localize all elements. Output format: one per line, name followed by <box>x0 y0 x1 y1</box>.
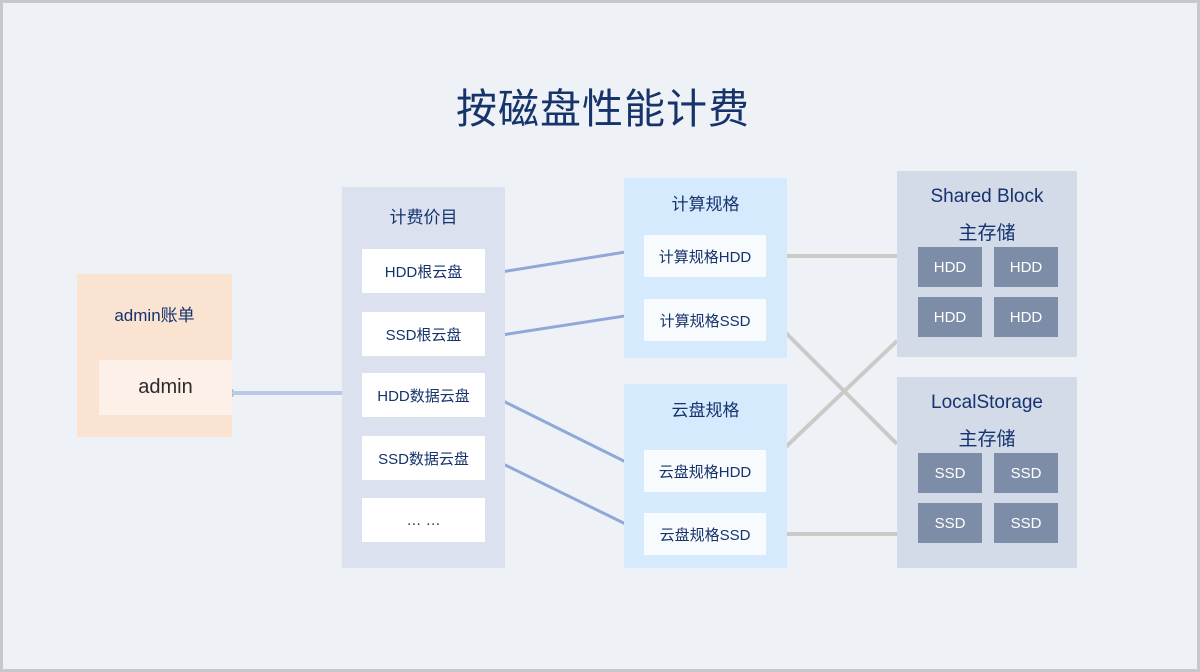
local-storage-disk-grid: SSD SSD SSD SSD <box>918 453 1058 543</box>
panel-shared-block: Shared Block 主存储 HDD HDD HDD HDD <box>897 171 1077 357</box>
panel-admin-bill-title: admin账单 <box>114 306 195 325</box>
disk-ssd-1[interactable]: SSD <box>918 453 982 493</box>
panel-compute-spec: 计算规格 计算规格HDD 计算规格SSD <box>624 178 787 358</box>
spec-item-volume-ssd[interactable]: 云盘规格SSD <box>644 513 766 555</box>
spec-item-compute-ssd[interactable]: 计算规格SSD <box>644 299 766 341</box>
panel-shared-block-title-line2: 主存储 <box>958 223 1016 244</box>
spec-item-compute-hdd[interactable]: 计算规格HDD <box>644 235 766 277</box>
panel-volume-spec-title: 云盘规格 <box>671 401 740 420</box>
disk-hdd-2[interactable]: HDD <box>994 247 1058 287</box>
panel-compute-spec-title: 计算规格 <box>671 195 740 214</box>
panel-pricing-title: 计费价目 <box>389 208 458 227</box>
price-item-more[interactable]: … … <box>362 498 485 542</box>
panel-admin-bill: admin账单 admin <box>77 274 232 437</box>
panel-local-storage-title-line1: LocalStorage <box>931 392 1043 413</box>
connector-localstorage-to-computessd <box>768 315 899 446</box>
price-item-ssd-root[interactable]: SSD根云盘 <box>362 312 485 356</box>
panel-local-storage-title-line2: 主存储 <box>958 429 1016 450</box>
connector-computessd-to-ssdroot <box>494 311 645 339</box>
panel-shared-block-title-line1: Shared Block <box>930 186 1044 207</box>
panel-pricing: 计费价目 HDD根云盘 SSD根云盘 HDD数据云盘 SSD数据云盘 … … <box>342 187 505 568</box>
price-item-ssd-data[interactable]: SSD数据云盘 <box>362 436 485 480</box>
panel-volume-spec: 云盘规格 云盘规格HDD 云盘规格SSD <box>624 384 787 568</box>
connector-volumehdd-to-hdddata <box>494 395 645 473</box>
spec-item-volume-hdd[interactable]: 云盘规格HDD <box>644 450 766 492</box>
panel-local-storage: LocalStorage 主存储 SSD SSD SSD SSD <box>897 377 1077 568</box>
admin-account-box[interactable]: admin <box>99 360 232 415</box>
disk-ssd-2[interactable]: SSD <box>994 453 1058 493</box>
disk-hdd-4[interactable]: HDD <box>994 297 1058 337</box>
price-item-hdd-data[interactable]: HDD数据云盘 <box>362 373 485 417</box>
disk-ssd-3[interactable]: SSD <box>918 503 982 543</box>
disk-hdd-1[interactable]: HDD <box>918 247 982 287</box>
connector-sharedblock-to-volumehdd <box>769 339 899 463</box>
disk-hdd-3[interactable]: HDD <box>918 297 982 337</box>
connector-volumessd-to-ssddata <box>494 458 645 535</box>
disk-ssd-4[interactable]: SSD <box>994 503 1058 543</box>
price-item-hdd-root[interactable]: HDD根云盘 <box>362 249 485 293</box>
connector-computehdd-to-hddroot <box>494 247 645 276</box>
page-title: 按磁盘性能计费 <box>456 86 750 132</box>
shared-block-disk-grid: HDD HDD HDD HDD <box>918 247 1058 337</box>
